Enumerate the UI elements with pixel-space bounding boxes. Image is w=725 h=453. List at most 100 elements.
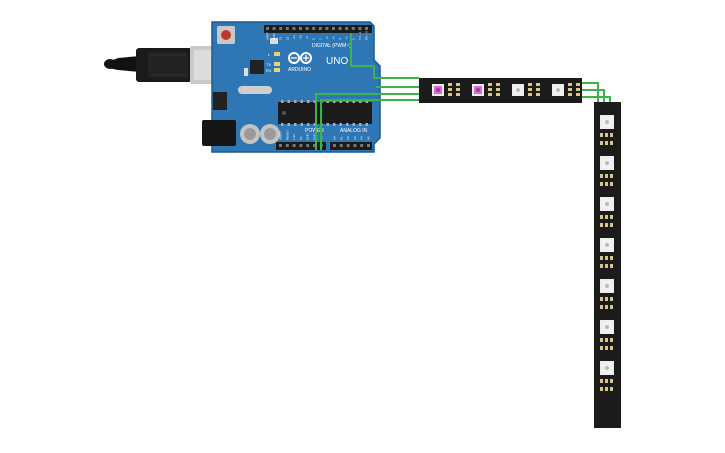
wires xyxy=(315,33,611,150)
strip-pad xyxy=(528,93,532,96)
arduino-logo-icon xyxy=(288,52,312,64)
strip-pad xyxy=(600,215,603,219)
digital-pin-label: ~10 xyxy=(299,35,303,40)
strip-pad xyxy=(605,264,608,268)
strip-pad xyxy=(600,141,603,145)
analog-pin xyxy=(360,144,364,147)
chip-leg xyxy=(339,100,342,103)
strip-pad xyxy=(610,133,613,137)
atmega-chip xyxy=(278,100,372,126)
power-label: POWER xyxy=(305,128,324,134)
digital-pin xyxy=(305,27,309,30)
strip-pad xyxy=(600,174,603,178)
chip-leg xyxy=(333,123,336,126)
power-pin xyxy=(292,144,296,147)
digital-pin-label: RX←0 xyxy=(365,31,369,40)
strip-pad xyxy=(605,346,608,350)
usb-chip xyxy=(250,60,264,74)
chip-leg xyxy=(300,123,303,126)
analog-pin xyxy=(339,144,343,147)
digital-pin xyxy=(332,27,335,30)
strip-pad xyxy=(496,88,500,91)
digital-pin xyxy=(279,27,283,30)
usb-cable[interactable] xyxy=(104,46,230,84)
strip-pad xyxy=(568,83,572,86)
analog-pin-label: A2 xyxy=(346,136,350,140)
analog-pin-label: A1 xyxy=(339,136,343,140)
neopixel-strip-vertical[interactable] xyxy=(594,102,621,428)
status-leds: L TX RX xyxy=(266,52,280,73)
strip-pad xyxy=(610,141,613,145)
strip-pad xyxy=(456,93,460,96)
strip-pad xyxy=(610,174,613,178)
led-label-tx: TX xyxy=(266,62,271,67)
chip-leg xyxy=(326,123,329,126)
chip-leg xyxy=(307,123,310,126)
chip-leg xyxy=(365,100,368,103)
analog-label: ANALOG IN xyxy=(340,128,368,134)
digital-pin xyxy=(358,27,362,30)
strip-pad xyxy=(605,387,608,391)
led-label-l: L xyxy=(268,52,271,57)
digital-pin xyxy=(318,27,322,30)
chip-leg xyxy=(287,100,290,103)
strip-pad xyxy=(568,88,572,91)
model-label: UNO xyxy=(326,56,348,67)
strip-pad xyxy=(610,379,613,383)
digital-pin-label: AREF xyxy=(266,32,270,40)
strip-pad xyxy=(610,182,613,186)
strip-pad xyxy=(605,182,608,186)
digital-pin xyxy=(266,27,269,30)
chip-leg xyxy=(346,100,349,103)
strip-pad xyxy=(610,305,613,309)
led-die xyxy=(605,325,609,329)
strip-pad xyxy=(610,297,613,301)
strip-pad xyxy=(610,256,613,260)
digital-pin xyxy=(345,27,349,30)
strip-pad xyxy=(600,387,603,391)
strip-pad xyxy=(600,305,603,309)
digital-pin-label: GND xyxy=(272,33,276,41)
strip-pad xyxy=(600,264,603,268)
led-die xyxy=(605,202,609,206)
digital-pin xyxy=(365,27,368,30)
led-die xyxy=(476,88,480,92)
strip-pad xyxy=(600,338,603,342)
strip-pad xyxy=(610,215,613,219)
reset-button[interactable] xyxy=(217,26,235,44)
strip-pad xyxy=(448,83,452,86)
chip-leg xyxy=(326,100,329,103)
strip-pad xyxy=(576,93,580,96)
analog-header[interactable] xyxy=(330,142,372,150)
power-pin xyxy=(313,144,316,147)
neopixel-strip-horizontal[interactable] xyxy=(419,78,582,103)
strip-pad xyxy=(600,223,603,227)
analog-pin-label: A4 xyxy=(360,136,364,140)
strip-pad xyxy=(605,305,608,309)
power-pin xyxy=(299,144,303,147)
digital-pin xyxy=(338,27,342,30)
digital-pin xyxy=(292,27,296,30)
power-pin-label: RESET xyxy=(285,130,289,140)
power-pin-label: 3.3V xyxy=(292,134,296,140)
led-die xyxy=(516,88,520,92)
strip-pad xyxy=(605,256,608,260)
strip-pad xyxy=(488,93,492,96)
capacitors xyxy=(240,124,280,144)
led-die xyxy=(605,120,609,124)
strip-pad xyxy=(528,83,532,86)
digital-pin-label: 2 xyxy=(351,38,355,40)
led-die xyxy=(436,88,440,92)
strip-pad xyxy=(600,133,603,137)
digital-pin xyxy=(299,27,302,30)
analog-pin xyxy=(353,144,357,147)
strip-pad xyxy=(610,264,613,268)
strip-pad xyxy=(610,387,613,391)
strip-pad xyxy=(496,93,500,96)
digital-pin-label: 8 xyxy=(312,38,316,40)
chip-leg xyxy=(313,123,316,126)
digital-pin-label: TX→1 xyxy=(358,31,362,40)
